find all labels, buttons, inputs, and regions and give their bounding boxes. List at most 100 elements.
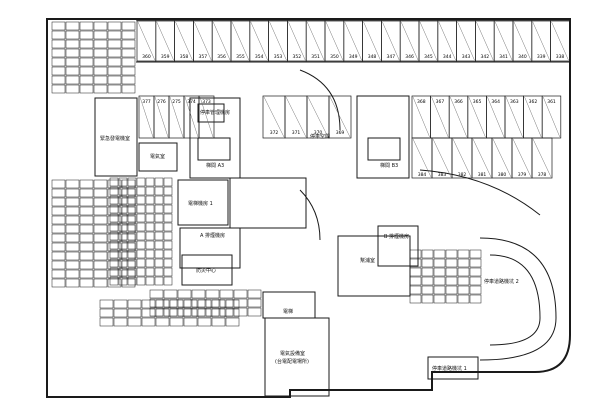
parking-space xyxy=(79,188,94,198)
parking-space xyxy=(107,84,122,94)
parking-space xyxy=(136,186,146,196)
parking-space xyxy=(51,30,66,40)
parking-space xyxy=(107,188,122,198)
parking-space xyxy=(109,204,119,214)
parking-space xyxy=(163,276,173,286)
parking-space xyxy=(469,294,482,304)
disaster-label: 防災中心 xyxy=(196,267,216,274)
parking-space xyxy=(191,289,206,299)
parking-space xyxy=(107,260,122,270)
parking-space xyxy=(127,231,137,241)
space-number: 371 xyxy=(292,130,301,136)
spiral-label: 停車道路機坑 2 xyxy=(484,278,519,285)
parking-space xyxy=(79,197,94,207)
parking-space xyxy=(247,307,262,317)
parking-space xyxy=(154,186,164,196)
parking-space xyxy=(51,215,66,225)
parking-space xyxy=(51,57,66,67)
parking-space xyxy=(145,222,155,232)
space-number: 344 xyxy=(443,54,452,60)
parking-space xyxy=(211,317,226,327)
parking-space xyxy=(445,267,458,277)
parking-space xyxy=(191,298,206,308)
parking-space xyxy=(51,21,66,31)
parking-space xyxy=(154,267,164,277)
parking-space xyxy=(121,30,136,40)
parking-space xyxy=(107,215,122,225)
parking-space xyxy=(145,267,155,277)
space-number: 345 xyxy=(424,54,433,60)
parking-space xyxy=(469,267,482,277)
parking-space xyxy=(109,213,119,223)
parking-space xyxy=(79,233,94,243)
parking-space xyxy=(211,308,226,318)
parking-space xyxy=(107,197,122,207)
parking-space xyxy=(65,84,80,94)
space-number: 353 xyxy=(274,54,283,60)
space-number: 377 xyxy=(142,99,151,105)
parking-space xyxy=(127,240,137,250)
parking-space xyxy=(109,267,119,277)
parking-space xyxy=(113,317,128,327)
parking-space xyxy=(457,267,470,277)
parking-space xyxy=(433,276,446,286)
parking-space xyxy=(145,186,155,196)
parking-space xyxy=(51,66,66,76)
parking-space xyxy=(121,21,136,31)
space-number: 341 xyxy=(499,54,508,60)
parking-space xyxy=(99,299,114,309)
parking-space xyxy=(118,204,128,214)
space-number: 365 xyxy=(473,99,482,105)
parking-space xyxy=(225,317,240,327)
space-number: 343 xyxy=(462,54,471,60)
parking-space xyxy=(433,294,446,304)
parking-space xyxy=(149,307,164,317)
power-room xyxy=(264,317,330,397)
parking-space xyxy=(118,195,128,205)
parking-space xyxy=(409,258,422,268)
parking-space xyxy=(145,213,155,223)
parking-space xyxy=(127,249,137,259)
parking-space xyxy=(163,289,178,299)
parking-space xyxy=(163,213,173,223)
space-number: 380 xyxy=(498,172,507,178)
parking-space xyxy=(136,249,146,259)
parking-space xyxy=(65,75,80,85)
parking-space xyxy=(65,215,80,225)
parking-space xyxy=(51,75,66,85)
space-number: 364 xyxy=(491,99,500,105)
parking-space xyxy=(79,206,94,216)
parking-space xyxy=(469,258,482,268)
space-number: 383 xyxy=(438,172,447,178)
lobby-label: 停車空間 xyxy=(310,133,330,140)
parking-space xyxy=(107,251,122,261)
space-number: 352 xyxy=(293,54,302,60)
parking-space xyxy=(225,308,240,318)
parking-space xyxy=(121,269,136,279)
parking-space xyxy=(51,84,66,94)
parking-space xyxy=(51,206,66,216)
parking-space xyxy=(79,30,94,40)
parking-space xyxy=(163,240,173,250)
parking-space xyxy=(51,242,66,252)
parking-space xyxy=(79,251,94,261)
parking-space xyxy=(127,186,137,196)
parking-space xyxy=(65,278,80,288)
parking-space xyxy=(136,177,146,187)
parking-space xyxy=(198,95,215,139)
parking-space xyxy=(121,57,136,67)
parking-space xyxy=(118,213,128,223)
parking-space xyxy=(107,39,122,49)
parking-space xyxy=(99,308,114,318)
parking-space xyxy=(127,267,137,277)
parking-space xyxy=(127,308,142,318)
parking-space xyxy=(118,177,128,187)
parking-space xyxy=(118,267,128,277)
space-number: 359 xyxy=(161,54,170,60)
parking-space xyxy=(141,308,156,318)
parking-space xyxy=(118,186,128,196)
parking-space xyxy=(93,30,108,40)
parking-space xyxy=(421,267,434,277)
space-number: 373 xyxy=(202,99,211,105)
